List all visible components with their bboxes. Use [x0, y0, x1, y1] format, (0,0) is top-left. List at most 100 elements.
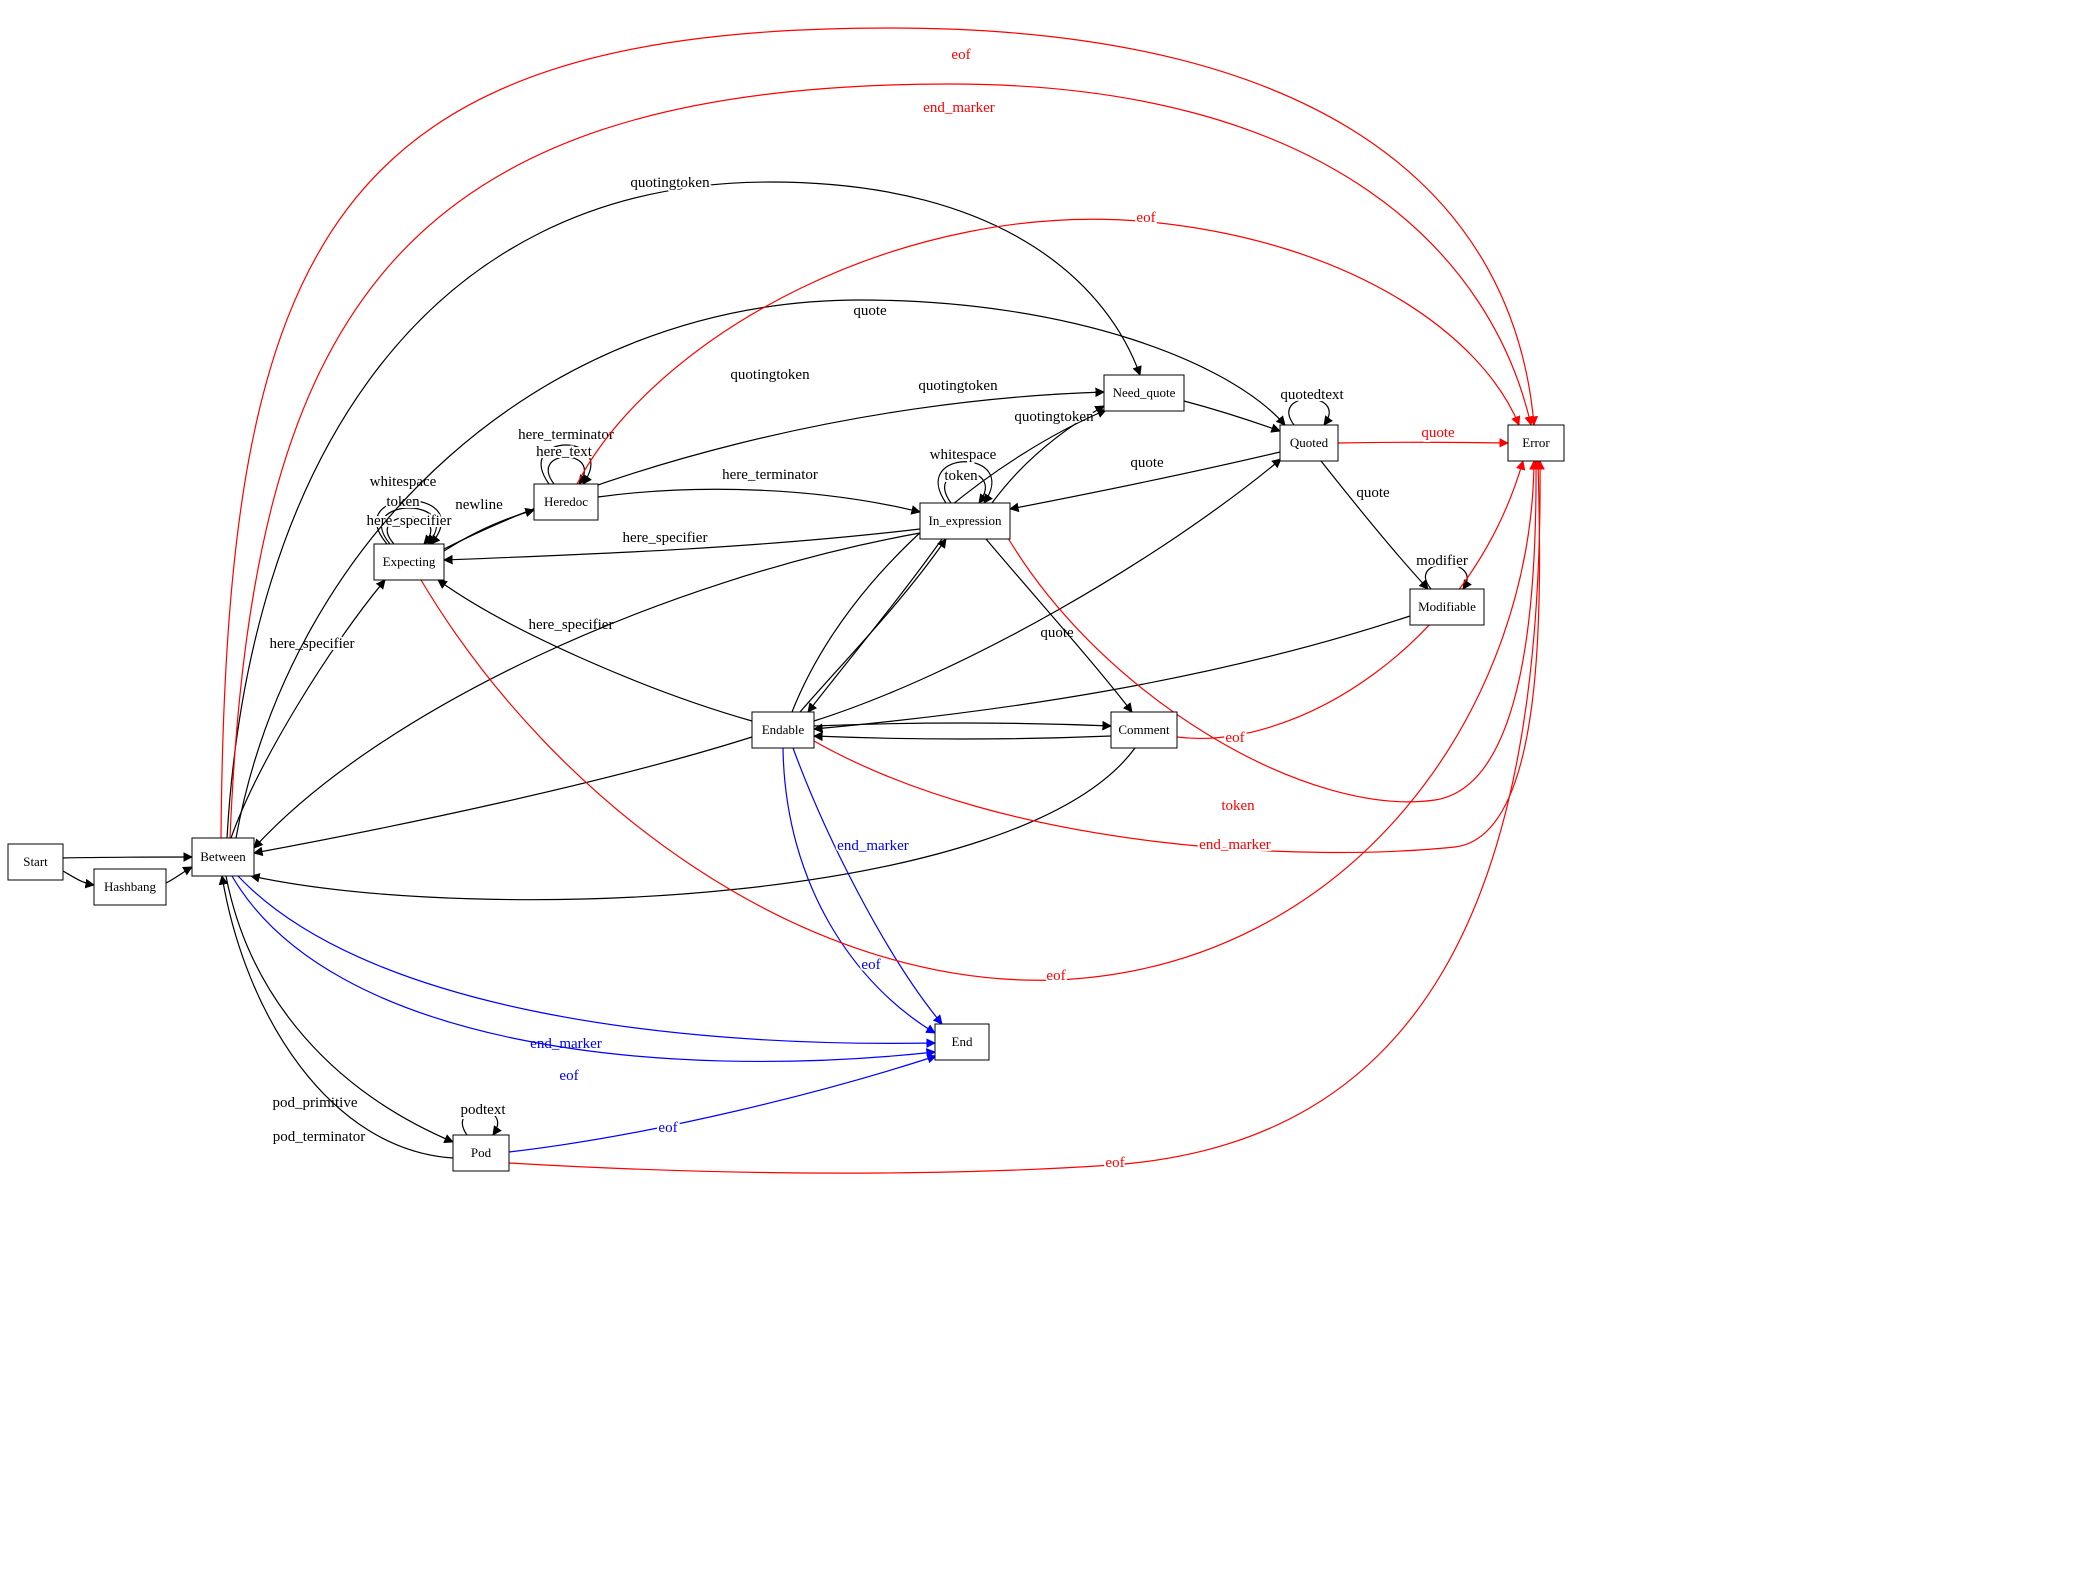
node-box-quoted — [1279, 424, 1339, 462]
node-box-pod — [452, 1134, 510, 1172]
edge-comment-error-eof — [1176, 460, 1526, 739]
edge-endable-end-end_marker — [792, 747, 943, 1025]
node-box-comment — [1110, 711, 1178, 749]
node-box-end — [934, 1023, 990, 1061]
edge-label-in_expression-need_quote: quotingtoken — [1014, 409, 1094, 425]
edge-endable-comment — [813, 720, 1112, 731]
edge-label-endable-need_quote: quotingtoken — [918, 378, 998, 394]
edge-label-endable-error: end_marker — [1199, 837, 1271, 853]
edge-label-endable-quoted: quote — [1040, 625, 1074, 641]
node-label-hashbang: Hashbang — [104, 879, 156, 894]
node-label-modifiable: Modifiable — [1418, 599, 1476, 614]
node-label-end: End — [952, 1034, 973, 1049]
edge-start-hashbang — [62, 870, 95, 889]
node-label-heredoc: Heredoc — [544, 494, 588, 509]
node-expecting: Expecting — [373, 543, 445, 581]
edge-label-endable-end: eof — [861, 957, 880, 973]
edge-label-quoted-quoted: quotedtext — [1280, 387, 1344, 403]
edge-between-expecting-here_specifier — [230, 579, 386, 839]
edge-pod-error-eof — [508, 460, 1545, 1174]
edge-pod-end-eof — [508, 1054, 937, 1153]
edge-label-between-quoted: quote — [853, 303, 887, 319]
node-label-pod: Pod — [471, 1145, 492, 1160]
edge-heredoc-error-eof — [576, 218, 1521, 485]
edge-label-heredoc-in_expression: here_terminator — [722, 467, 818, 483]
node-box-in_expression — [919, 502, 1011, 540]
node-box-hashbang — [93, 868, 167, 906]
node-label-between: Between — [200, 849, 246, 864]
edge-in_expression-comment — [985, 538, 1133, 713]
node-modifiable: Modifiable — [1409, 588, 1485, 626]
edge-label-in_expression-in_expression: token — [944, 468, 978, 484]
edge-start-between — [62, 852, 193, 862]
node-box-start — [7, 843, 64, 881]
node-box-modifiable — [1409, 588, 1485, 626]
edge-need_quote-quoted — [1183, 400, 1281, 433]
edge-in_expression-endable — [807, 538, 943, 713]
node-label-error: Error — [1522, 435, 1550, 450]
edge-heredoc-in_expression-here_terminator — [597, 488, 921, 515]
edge-endable-error-end_marker — [813, 460, 1544, 854]
edge-label-quoted-in_expression: quote — [1130, 455, 1164, 471]
node-box-error — [1507, 424, 1565, 462]
edge-in_expression-in_expression-whitespace — [937, 461, 993, 504]
edge-quoted-quoted-quotedtext — [1288, 398, 1333, 426]
edge-label-endable-expecting: here_specifier — [529, 617, 614, 633]
edge-label-between-error: end_marker — [923, 100, 995, 116]
edge-label-quoted-modifiable: quote — [1356, 485, 1390, 501]
edge-label-expecting-error: eof — [1046, 968, 1065, 984]
edge-quoted-modifiable-quote — [1320, 460, 1429, 590]
edge-label-expecting-heredoc: newline — [455, 497, 503, 513]
edge-expecting-expecting-whitespace — [376, 499, 442, 545]
edge-label-heredoc-error: eof — [1136, 210, 1155, 226]
node-quoted: Quoted — [1279, 424, 1339, 462]
edge-expecting-heredoc-newline — [443, 507, 535, 552]
node-label-quoted: Quoted — [1290, 435, 1329, 450]
edge-label-pod-end: eof — [658, 1120, 677, 1136]
edge-in_expression-in_expression-token — [944, 471, 988, 504]
edge-comment-between — [250, 747, 1136, 901]
edge-expecting-expecting-here_specifier — [386, 516, 434, 545]
edge-between-quoted-quote — [235, 299, 1286, 839]
edge-label-quoted-error: quote — [1421, 425, 1455, 441]
node-need_quote: Need_quote — [1103, 374, 1185, 412]
edge-endable-expecting-here_specifier — [437, 579, 753, 722]
edge-label-heredoc-heredoc: here_text — [536, 444, 593, 460]
edge-label-between-end: eof — [559, 1068, 578, 1084]
node-box-endable — [751, 711, 815, 749]
edge-quoted-in_expression-quote — [1009, 451, 1281, 513]
node-label-start: Start — [23, 854, 48, 869]
edge-pod-pod-podtext — [461, 1109, 502, 1136]
edge-label-endable-end: end_marker — [837, 838, 909, 854]
edge-label-comment-error: eof — [1225, 730, 1244, 746]
edge-label-between-end: end_marker — [530, 1036, 602, 1052]
node-box-between — [191, 837, 255, 877]
edge-label-modifiable-modifiable: modifier — [1416, 553, 1468, 569]
node-heredoc: Heredoc — [533, 483, 599, 521]
edge-label-between-error: eof — [951, 47, 970, 63]
node-comment: Comment — [1110, 711, 1178, 749]
node-hashbang: Hashbang — [93, 868, 167, 906]
edge-endable-in_expression — [799, 538, 947, 713]
edge-label-expecting-expecting: here_specifier — [367, 513, 452, 529]
node-box-need_quote — [1103, 374, 1185, 412]
node-label-need_quote: Need_quote — [1113, 385, 1176, 400]
edge-label-expecting-expecting: whitespace — [370, 474, 437, 490]
edge-between-end-eof — [231, 875, 936, 1063]
node-between: Between — [191, 837, 255, 877]
edge-label-in_expression-in_expression: whitespace — [930, 447, 997, 463]
edge-endable-quoted-quote — [813, 458, 1282, 722]
node-label-endable: Endable — [762, 722, 805, 737]
edge-label-between-need_quote: quotingtoken — [630, 175, 710, 191]
edge-label-between-pod: pod_primitive — [273, 1095, 358, 1111]
edge-between-pod-pod_primitive — [225, 875, 454, 1144]
edge-comment-endable — [813, 731, 1112, 742]
edge-in_expression-expecting-here_specifier — [443, 528, 921, 565]
edge-label-heredoc-heredoc: here_terminator — [518, 427, 614, 443]
edge-modifiable-endable — [813, 615, 1411, 733]
node-in_expression: In_expression — [919, 502, 1011, 540]
edge-expecting-error-eof — [420, 460, 1539, 981]
node-endable: Endable — [751, 711, 815, 749]
